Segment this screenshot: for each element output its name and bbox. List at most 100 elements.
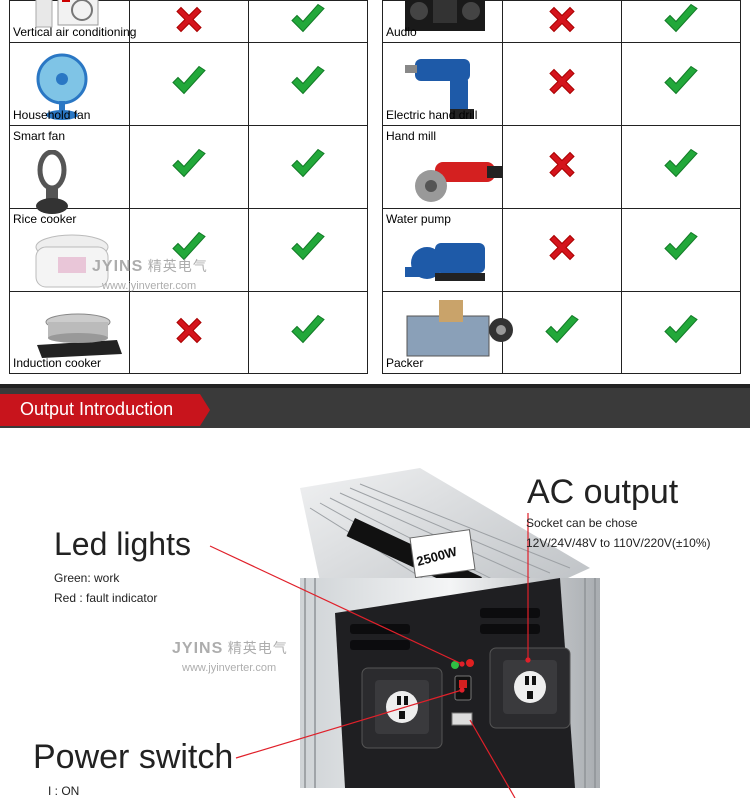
supported-mark xyxy=(170,65,208,103)
supported-mark xyxy=(662,65,700,103)
supported-mark xyxy=(662,314,700,351)
appliance-cell: Induction cooker xyxy=(9,291,130,374)
support-cell-1 xyxy=(129,208,249,292)
supported-mark xyxy=(170,231,208,269)
ac-output-line1: Socket can be chose xyxy=(526,516,638,530)
support-cell-1 xyxy=(502,42,622,126)
appliance-cell: Hand mill xyxy=(382,125,503,209)
section-header-tab xyxy=(0,394,210,426)
unsupported-mark xyxy=(173,314,205,351)
check-icon xyxy=(664,3,698,32)
supported-mark xyxy=(289,3,327,40)
check-icon xyxy=(291,65,325,95)
table-row: Hand mill xyxy=(382,125,741,209)
check-icon xyxy=(664,231,698,261)
fan-icon xyxy=(32,51,92,126)
check-icon xyxy=(172,65,206,95)
led-lights-line1: Green: work xyxy=(54,571,120,585)
check-icon xyxy=(291,314,325,343)
section-header: Output Introduction xyxy=(0,384,750,428)
drill-icon xyxy=(405,51,495,126)
unsupported-mark xyxy=(546,149,578,186)
support-cell-1 xyxy=(502,208,622,292)
appliance-cell: Electric hand drill xyxy=(382,42,503,126)
check-icon xyxy=(172,148,206,178)
unsupported-mark xyxy=(546,66,578,103)
support-cell-2 xyxy=(621,125,741,209)
support-cell-2 xyxy=(248,42,368,126)
check-icon xyxy=(664,314,698,343)
unsupported-mark xyxy=(173,3,205,40)
check-icon xyxy=(545,314,579,343)
support-cell-1 xyxy=(502,0,622,43)
support-cell-1 xyxy=(502,125,622,209)
supported-mark xyxy=(170,148,208,186)
support-cell-1 xyxy=(502,291,622,374)
support-cell-1 xyxy=(129,0,249,43)
usb-port xyxy=(451,712,473,726)
ac-output-line2: 12V/24V/48V to 110V/220V(±10%) xyxy=(526,536,711,550)
appliance-label: Electric hand drill xyxy=(386,108,478,122)
table-row: Household fan xyxy=(9,42,368,126)
watermark: JYINS 精英电气 www.jyinverter.com xyxy=(92,258,208,292)
appliance-label: Vertical air conditioning xyxy=(13,25,137,39)
table-row: Induction cooker xyxy=(9,291,368,374)
appliance-cell: Smart fan xyxy=(9,125,130,214)
support-cell-1 xyxy=(129,125,249,209)
support-cell-2 xyxy=(621,42,741,126)
cross-icon xyxy=(176,6,202,32)
table-row: Smart fan xyxy=(9,125,368,214)
check-icon xyxy=(664,65,698,95)
rice-cooker-icon xyxy=(32,233,112,298)
air-conditioner-icon xyxy=(32,0,102,36)
supported-mark xyxy=(289,314,327,351)
cross-icon xyxy=(549,151,575,178)
table-row: Water pump xyxy=(382,208,741,292)
appliance-label: Rice cooker xyxy=(13,212,77,226)
inverter-illustration: 2500W xyxy=(209,468,600,798)
cross-icon xyxy=(549,234,575,261)
appliance-cell: Vertical air conditioning xyxy=(9,0,136,43)
cross-icon xyxy=(549,68,575,95)
supported-mark xyxy=(289,231,327,269)
supported-mark xyxy=(662,231,700,269)
support-cell-2 xyxy=(621,0,741,43)
support-cell-2 xyxy=(621,291,741,374)
table-row: Audio xyxy=(382,0,741,43)
section-title: Output Introduction xyxy=(20,399,174,419)
supported-mark xyxy=(289,148,327,186)
led-lights-line2: Red : fault indicator xyxy=(54,591,158,605)
appliance-label: Audio xyxy=(386,25,417,39)
supported-mark xyxy=(543,314,581,351)
table-row: Vertical air conditioning xyxy=(9,0,368,43)
power-led-icon xyxy=(451,661,459,669)
appliance-cell: Audio xyxy=(382,0,503,43)
appliance-cell: Rice cooker xyxy=(9,208,130,292)
appliance-cell: Household fan xyxy=(9,42,130,126)
cross-icon xyxy=(549,6,575,32)
supported-mark xyxy=(662,148,700,186)
appliance-label: Household fan xyxy=(13,108,91,122)
water-pump-icon xyxy=(405,233,505,298)
table-row: Rice cooker xyxy=(9,208,368,292)
check-icon xyxy=(291,231,325,261)
check-icon xyxy=(664,148,698,178)
appliance-cell: Packer xyxy=(382,291,513,374)
check-icon xyxy=(172,231,206,261)
support-cell-2 xyxy=(621,208,741,292)
support-cell-1 xyxy=(129,42,249,126)
induction-cooker-icon xyxy=(32,300,122,365)
appliance-label: Hand mill xyxy=(386,129,437,143)
support-cell-2 xyxy=(248,125,368,209)
table-row: Packer xyxy=(382,291,741,374)
check-icon xyxy=(291,148,325,178)
appliance-label: Water pump xyxy=(386,212,451,226)
led-lights-title: Led lights xyxy=(54,526,191,562)
table-row: Electric hand drill xyxy=(382,42,741,126)
support-cell-2 xyxy=(248,208,368,292)
power-switch-line1: I : ON xyxy=(48,784,80,798)
power-switch-title: Power switch xyxy=(33,738,234,776)
audio-icon xyxy=(405,0,485,36)
